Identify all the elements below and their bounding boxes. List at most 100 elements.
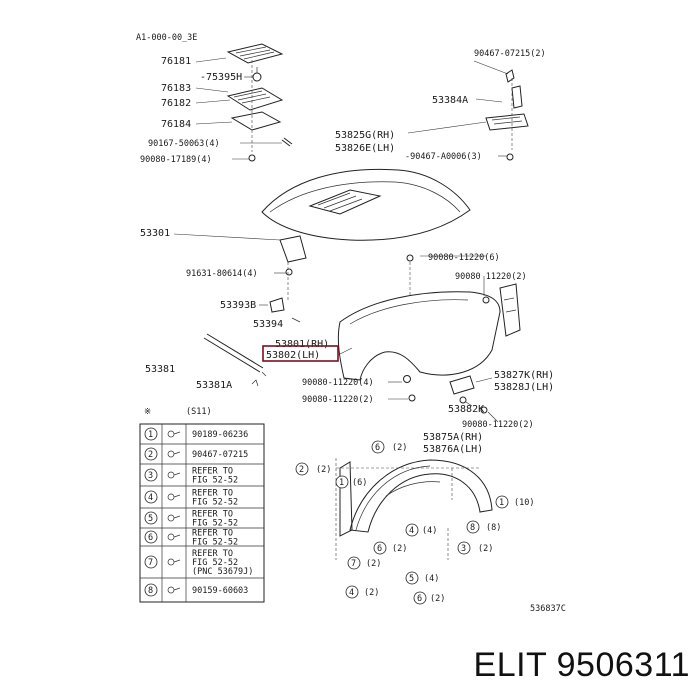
table-row-text: FIG 52-52 — [192, 476, 238, 486]
callout-90080-11220-6: 90080-11220(6) — [428, 253, 500, 263]
circle-6-mid: 6 — [377, 544, 382, 554]
circle-4: 4 — [409, 526, 414, 536]
callout-76183: 76183 — [161, 83, 191, 94]
fastener-icon — [167, 493, 181, 501]
table-row-text: FIG 52-52 — [192, 498, 238, 508]
table-row-text: 90189-06236 — [192, 430, 248, 440]
callout-53826e: 53826E(LH) — [335, 143, 395, 154]
qty-7: (2) — [366, 559, 381, 569]
fastener-icon — [167, 558, 181, 566]
circle-6-bottom: 6 — [417, 594, 422, 604]
qty-8: (8) — [486, 523, 501, 533]
callout-53393b: 53393B — [220, 300, 256, 311]
liner-callout-circles: 6 2 1 1 4 8 6 3 7 5 4 6 — [295, 440, 509, 605]
callout-53801: 53801(RH) — [275, 339, 329, 350]
callout-76184: 76184 — [161, 119, 191, 130]
fastener-icon — [167, 450, 181, 458]
qty-5: (4) — [424, 574, 439, 584]
callout-90080-11220-2a: 90080 11220(2) — [455, 272, 527, 282]
callout-53381a: 53381A — [196, 380, 232, 391]
callout-90080-17189: 90080-17189(4) — [140, 155, 212, 165]
diagram-footer-code: 536837C — [530, 604, 566, 614]
circle-3: 3 — [461, 544, 466, 554]
callout-53394: 53394 — [253, 319, 283, 330]
circle-5: 5 — [409, 574, 414, 584]
qty-6c: (2) — [430, 594, 445, 604]
table-row-text: 90159-60603 — [192, 586, 248, 596]
callout-53876a: 53876A(LH) — [423, 444, 483, 455]
fender-molding-parts — [485, 69, 529, 161]
qty-2: (2) — [316, 465, 331, 475]
table-row-text: REFER TO — [192, 489, 233, 499]
circle-1-right: 1 — [499, 498, 504, 508]
table-row-number: 2 — [148, 450, 153, 460]
callout-90080-11220-2c: 90080-11220(2) — [462, 420, 534, 430]
circle-2: 2 — [299, 465, 304, 475]
qty-3: (2) — [478, 544, 493, 554]
fastener-table: ※ (S11) — [139, 407, 265, 603]
table-row-number-circle — [144, 555, 158, 569]
table-row-number-circle — [144, 468, 158, 482]
hood-scoop-assembly — [226, 43, 293, 162]
table-row-number-circle — [144, 511, 158, 525]
callout-90080-11220-2b: 90080-11220(2) — [302, 395, 374, 405]
fastener-icon — [167, 471, 181, 479]
table-row-number-circle — [144, 583, 158, 597]
callout-90167-50063: 90167-50063(4) — [148, 139, 220, 149]
table-row-number-circle — [144, 530, 158, 544]
table-row-text: REFER TO — [192, 529, 233, 539]
callout-53875a: 53875A(RH) — [423, 432, 483, 443]
callout-90467-a0006: -90467-A0006(3) — [405, 152, 482, 162]
callout-90467-07215: 90467-07215(2) — [474, 49, 546, 59]
table-row-text: FIG 52-52 — [192, 558, 238, 568]
table-row-number-circle — [144, 427, 158, 441]
table-row-text: (PNC 53679J) — [192, 567, 253, 577]
callout-91631-80614: 91631-80614(4) — [186, 269, 258, 279]
table-row-text: REFER TO — [192, 549, 233, 559]
table-row-text: 90467-07215 — [192, 450, 248, 460]
brand-part-number: ELIT 9506311 — [473, 646, 690, 684]
fastener-icon — [167, 514, 181, 522]
table-row-number: 3 — [148, 471, 153, 481]
callout-75395h: -75395H — [200, 72, 242, 83]
callout-53827k: 53827K(RH) — [494, 370, 554, 381]
front-fender — [337, 262, 501, 402]
table-row-text: REFER TO — [192, 510, 233, 520]
table-header-ref: (S11) — [186, 407, 212, 417]
callout-53882k: 53882K — [448, 404, 484, 415]
circle-1-left: 1 — [339, 478, 344, 488]
fastener-icon — [167, 586, 181, 594]
qty-6b: (2) — [392, 544, 407, 554]
table-row-number-circle — [144, 490, 158, 504]
hood-support-rod — [203, 333, 267, 377]
hood-bracket — [269, 297, 301, 323]
callout-53828j: 53828J(LH) — [494, 382, 554, 393]
table-row-text: REFER TO — [192, 467, 233, 477]
table-row-number: 8 — [148, 586, 153, 596]
table-row-number-circle — [144, 447, 158, 461]
callout-76182: 76182 — [161, 98, 191, 109]
circle-6-top: 6 — [375, 443, 380, 453]
qty-4: (4) — [422, 526, 437, 536]
qty-1a: (6) — [352, 478, 367, 488]
hood-panel — [261, 168, 471, 300]
fastener-icon — [167, 533, 181, 541]
table-row-number: 5 — [148, 514, 153, 524]
highlighted-part-box — [262, 345, 339, 362]
table-row-text: FIG 52-52 — [192, 538, 238, 548]
callout-53301: 53301 — [140, 228, 170, 239]
callout-76181: 76181 — [161, 56, 191, 67]
callout-90080-11220-4: 90080-11220(4) — [302, 378, 374, 388]
diagram-header-code: A1-000-00_3E — [136, 33, 197, 43]
fastener-icon — [167, 430, 181, 438]
circle-7: 7 — [351, 559, 356, 569]
qty-6: (2) — [392, 443, 407, 453]
circle-4-bottom: 4 — [349, 588, 354, 598]
table-row-number: 6 — [148, 533, 153, 543]
callout-53384a: 53384A — [432, 95, 468, 106]
callout-53825g: 53825G(RH) — [335, 130, 395, 141]
table-row-number: 7 — [148, 558, 153, 568]
callout-53802: 53802(LH) — [266, 350, 320, 361]
